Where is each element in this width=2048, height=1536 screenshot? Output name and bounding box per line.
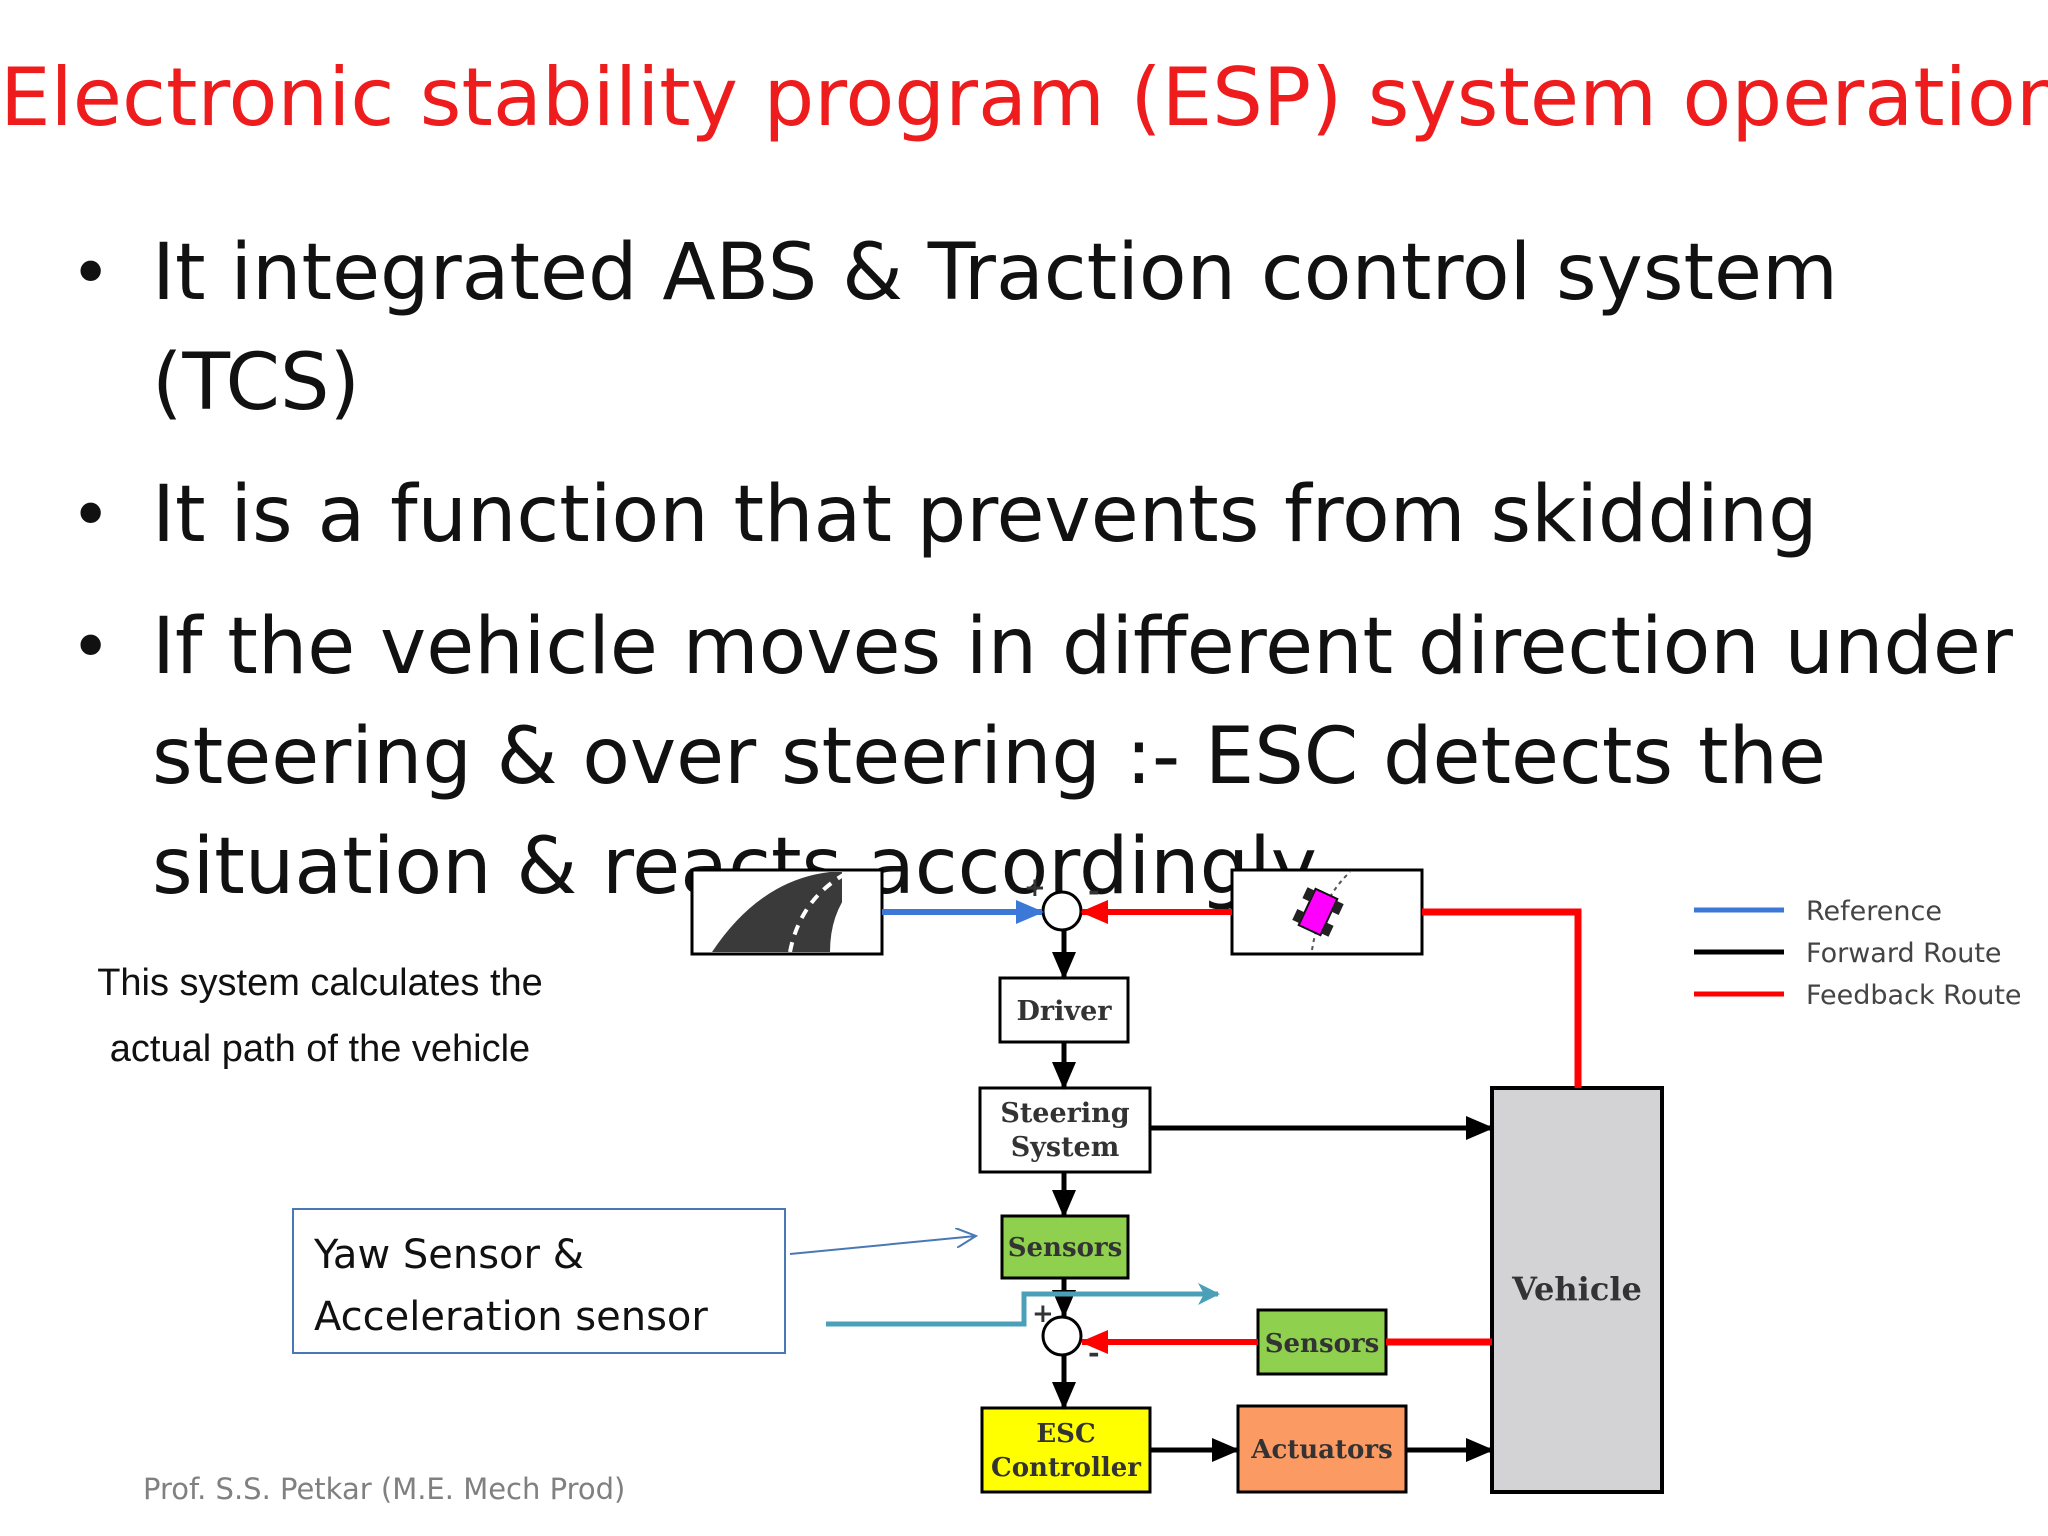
sensors-label: Sensors — [1008, 1233, 1123, 1263]
bullet-dot-icon: • — [70, 606, 112, 688]
yaw-sensor-callout: Yaw Sensor & Acceleration sensor — [292, 1208, 786, 1354]
feedback-line-vehicle-to-car — [1422, 908, 1582, 1088]
road-reference-block — [690, 868, 884, 956]
sensors-block-main: Sensors — [1000, 1214, 1130, 1280]
plus-sign: + — [1032, 1299, 1054, 1329]
bullet-line: steering & over steering :- ESC detects … — [152, 712, 1826, 802]
esc-label: Controller — [991, 1453, 1141, 1483]
bullet-dot-icon: • — [70, 232, 112, 314]
callout-line: Acceleration sensor — [314, 1294, 708, 1340]
bullet-dot-icon: • — [70, 474, 112, 556]
slide-title: Electronic stability program (ESP) syste… — [0, 51, 2048, 144]
footer-author: Prof. S.S. Petkar (M.E. Mech Prod) — [143, 1472, 626, 1506]
callout-pointer-arrow — [789, 1236, 976, 1255]
car-path-block — [1230, 868, 1424, 956]
sensors-label: Sensors — [1265, 1329, 1380, 1359]
driver-label: Driver — [1017, 996, 1113, 1027]
vehicle-block: Vehicle — [1490, 1086, 1664, 1494]
actuators-label: Actuators — [1250, 1435, 1392, 1465]
legend-label: Forward Route — [1806, 938, 2002, 969]
esc-label: ESC — [1036, 1419, 1095, 1449]
side-note: This system calculates the actual path o… — [60, 950, 580, 1082]
legend-label: Feedback Route — [1806, 980, 2022, 1011]
vehicle-label: Vehicle — [1511, 1270, 1642, 1308]
callout-line: Yaw Sensor & — [314, 1232, 584, 1278]
plus-sign: + — [1024, 873, 1046, 903]
steering-label: System — [1011, 1132, 1120, 1163]
bullet-line: It integrated ABS & Traction control sys… — [152, 228, 1839, 428]
side-note-line: This system calculates the — [97, 962, 543, 1004]
summing-junction-top — [1041, 890, 1083, 932]
car-icon — [1292, 887, 1344, 937]
yaw-signal-arrow — [826, 1283, 1220, 1327]
driver-block: Driver — [998, 976, 1130, 1044]
minus-sign: - — [1088, 874, 1100, 907]
legend: Reference Forward Route Feedback Route — [1694, 896, 2022, 1011]
sensors-block-feedback: Sensors — [1256, 1308, 1388, 1376]
bullet-line: If the vehicle moves in different direct… — [152, 602, 2013, 692]
legend-label: Reference — [1806, 896, 1942, 927]
steering-system-block: Steering System — [978, 1086, 1152, 1174]
bullet-line: It is a function that prevents from skid… — [152, 470, 1818, 560]
esc-controller-block: ESC Controller — [980, 1406, 1152, 1494]
actuators-block: Actuators — [1236, 1404, 1408, 1494]
side-note-line: actual path of the vehicle — [109, 1028, 531, 1070]
steering-label: Steering — [1000, 1098, 1129, 1129]
bullet-item: • It integrated ABS & Traction control s… — [70, 218, 2030, 438]
bullet-item: • It is a function that prevents from sk… — [70, 460, 2030, 570]
